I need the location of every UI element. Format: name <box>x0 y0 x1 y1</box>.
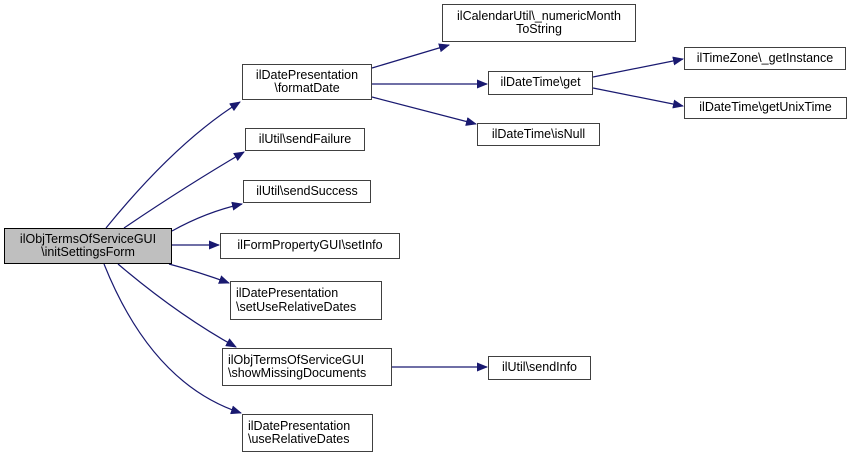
node-showMissingDocuments[interactable]: ilObjTermsOfServiceGUI \showMissingDocum… <box>222 348 392 386</box>
edge-initSettingsForm-to-useRelativeDates <box>103 263 242 415</box>
node-getUnixTime[interactable]: ilDateTime\getUnixTime <box>684 97 847 119</box>
node-useRelativeDates[interactable]: ilDatePresentation \useRelativeDates <box>242 414 373 452</box>
edge-get-to-getInstance <box>592 56 684 78</box>
edge-get-to-getUnixTime <box>592 87 684 109</box>
node-sendInfo[interactable]: ilUtil\sendInfo <box>488 356 591 380</box>
node-setInfo[interactable]: ilFormPropertyGUI\setInfo <box>220 233 400 259</box>
node-formatDate[interactable]: ilDatePresentation \formatDate <box>242 64 372 100</box>
edge-formatDate-to-numericMonthToString <box>371 43 450 69</box>
edge-initSettingsForm-to-sendFailure <box>123 151 245 229</box>
node-get[interactable]: ilDateTime\get <box>488 71 593 95</box>
node-getInstance[interactable]: ilTimeZone\_getInstance <box>684 47 846 70</box>
node-sendFailure[interactable]: ilUtil\sendFailure <box>245 128 365 151</box>
edge-initSettingsForm-to-setUseRelativeDates <box>168 263 230 284</box>
edge-formatDate-to-isNull <box>371 96 477 126</box>
node-initSettingsForm: ilObjTermsOfServiceGUI \initSettingsForm <box>4 228 172 264</box>
node-numericMonthToString[interactable]: ilCalendarUtil\_numericMonth ToString <box>442 4 636 42</box>
edge-initSettingsForm-to-formatDate <box>105 101 241 229</box>
edge-initSettingsForm-to-sendSuccess <box>171 201 243 232</box>
node-setUseRelativeDates[interactable]: ilDatePresentation \setUseRelativeDates <box>230 281 382 320</box>
node-sendSuccess[interactable]: ilUtil\sendSuccess <box>243 180 371 203</box>
edge-initSettingsForm-to-showMissingDocuments <box>117 263 237 348</box>
node-isNull[interactable]: ilDateTime\isNull <box>477 123 600 146</box>
